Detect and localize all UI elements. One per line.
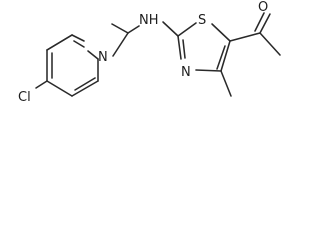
chemical-structure-diagram: Cl N NH N S O bbox=[18, 0, 281, 105]
bond-pyr-left-top bbox=[46, 34, 73, 51]
bond-thz-n3-c2 bbox=[177, 35, 182, 60]
bond-thz-double-c2n3 bbox=[182, 39, 186, 59]
bond-c4-methyl bbox=[220, 70, 232, 97]
bond-c5-cl bbox=[35, 80, 48, 89]
atom-label-cl: Cl bbox=[18, 90, 31, 105]
bond-pyr-n-right bbox=[111, 23, 129, 34]
bond-thz-c5-c4 bbox=[220, 40, 231, 72]
bond-thz-double-c4c5 bbox=[216, 45, 226, 70]
bond-thz-s-c5 bbox=[211, 23, 231, 42]
bond-c2-nh bbox=[127, 25, 140, 34]
bond-pyr-c4-c5 bbox=[46, 80, 73, 97]
bond-c5-carbonyl bbox=[229, 32, 261, 42]
bond-pyr-n1-c2 bbox=[87, 50, 99, 60]
bond-thz-c2-s bbox=[177, 22, 197, 37]
atom-label-nh: NH bbox=[139, 13, 159, 28]
bond-carbonyl-o-2 bbox=[254, 12, 265, 32]
bond-pyr-c2-n-top bbox=[71, 34, 85, 42]
bond-thz-c4-n3 bbox=[195, 69, 222, 72]
atom-label-n-thiazole: N bbox=[181, 65, 191, 80]
bond-pyr-double-2 bbox=[74, 77, 96, 91]
bond-pyr-c5-c6 bbox=[71, 80, 99, 97]
bond-pyr-double-3 bbox=[73, 40, 85, 48]
bond-nh-thz-c2 bbox=[162, 21, 179, 37]
atom-label-s-thiazole: S bbox=[198, 13, 206, 28]
molecule-canvas: Cl N NH N S O bbox=[18, 0, 281, 105]
bond-pyr-c2-n bbox=[112, 32, 129, 57]
bond-carbonyl-methyl bbox=[259, 32, 281, 56]
bond-carbonyl-o-1 bbox=[259, 13, 271, 34]
atom-label-n-pyridine: N bbox=[98, 50, 108, 65]
atom-label-o-carbonyl: O bbox=[258, 0, 268, 15]
